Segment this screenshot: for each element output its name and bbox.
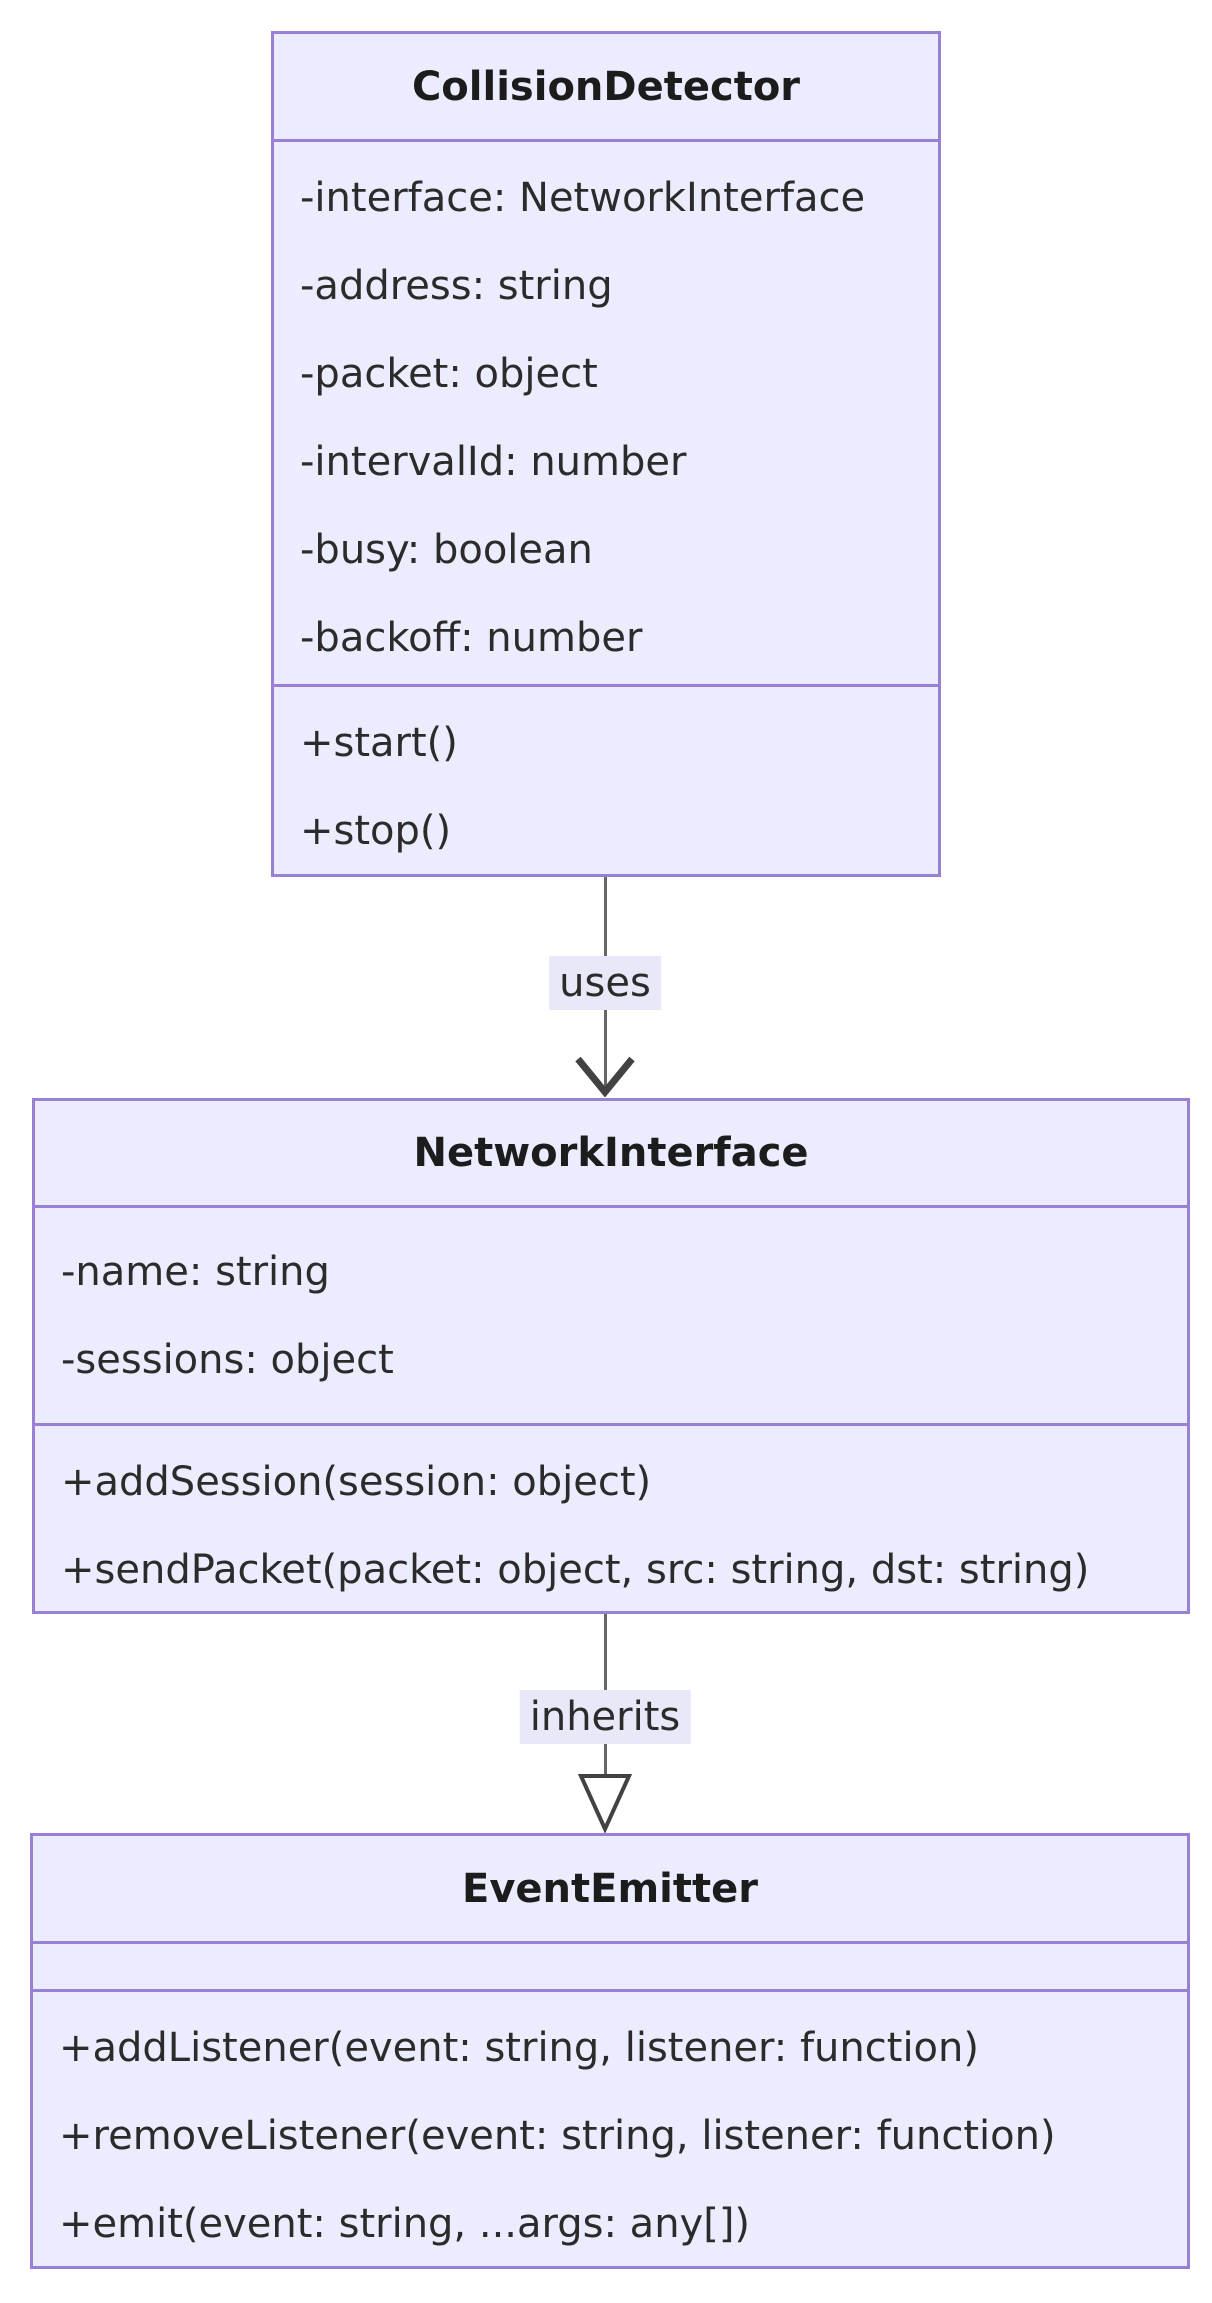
attribute-row: -backoff: number (300, 615, 643, 661)
methods-section-collisiondetector: +start() +stop() (274, 684, 938, 874)
method-row: +addListener(event: string, listener: fu… (59, 2025, 979, 2071)
method-row: +sendPacket(packet: object, src: string,… (61, 1547, 1090, 1593)
attributes-section-eventemitter-empty (33, 1941, 1187, 1989)
method-row: +removeListener(event: string, listener:… (59, 2113, 1056, 2159)
attribute-row: -address: string (300, 263, 613, 309)
attributes-section-networkinterface: -name: string -sessions: object (35, 1205, 1187, 1423)
attribute-row: -sessions: object (61, 1337, 394, 1383)
method-row: +start() (300, 720, 458, 766)
method-row: +addSession(session: object) (61, 1459, 652, 1505)
method-row: +stop() (300, 808, 452, 854)
class-title-networkinterface: NetworkInterface (413, 1130, 809, 1176)
attribute-row: -intervalId: number (300, 439, 687, 485)
attribute-row: -packet: object (300, 351, 598, 397)
open-vee-arrowhead-icon (575, 1056, 635, 1097)
class-box-networkinterface: NetworkInterface -name: string -sessions… (32, 1098, 1190, 1614)
edge-label-uses: uses (549, 956, 661, 1010)
methods-section-networkinterface: +addSession(session: object) +sendPacket… (35, 1423, 1187, 1611)
class-box-collisiondetector: CollisionDetector -interface: NetworkInt… (271, 31, 941, 877)
class-title-eventemitter: EventEmitter (462, 1865, 758, 1912)
methods-section-eventemitter: +addListener(event: string, listener: fu… (33, 1989, 1187, 2266)
attribute-row: -interface: NetworkInterface (300, 175, 866, 221)
edge-label-inherits: inherits (519, 1690, 691, 1744)
attribute-row: -busy: boolean (300, 527, 593, 573)
method-row: +emit(event: string, ...args: any[]) (59, 2201, 751, 2247)
class-title-collisiondetector: CollisionDetector (411, 63, 801, 110)
hollow-triangle-arrowhead-icon (577, 1774, 633, 1833)
attribute-row: -name: string (61, 1249, 330, 1295)
class-box-eventemitter: EventEmitter +addListener(event: string,… (30, 1833, 1190, 2269)
attributes-section-collisiondetector: -interface: NetworkInterface -address: s… (274, 139, 938, 684)
